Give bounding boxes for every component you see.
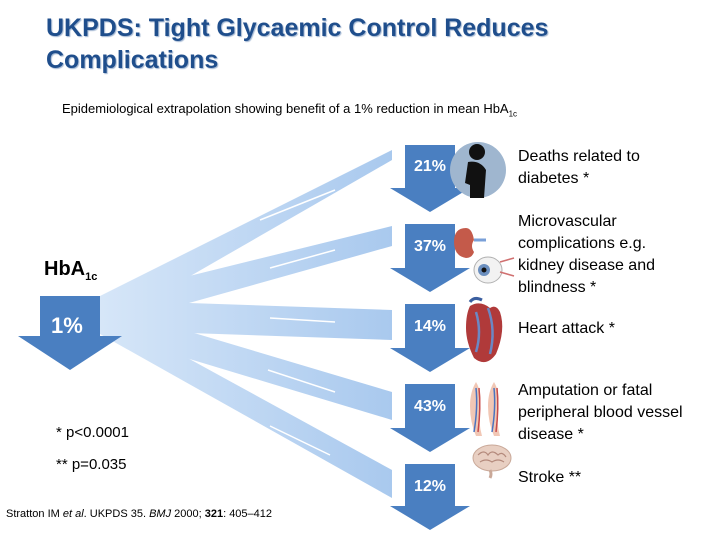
- person-silhouette-icon: [450, 142, 506, 198]
- significance-note-1: * p<0.0001: [56, 424, 129, 441]
- pct-heart: 14%: [413, 318, 447, 335]
- arrow-amputation: [390, 384, 470, 452]
- arrow-microvascular: [390, 224, 470, 292]
- main-down-arrow: [18, 296, 122, 370]
- brain-icon: [472, 444, 512, 479]
- fan-rays: [100, 150, 392, 498]
- outcome-microvascular: Microvascular complications e.g. kidney …: [518, 213, 655, 296]
- slide-title: UKPDS: Tight Glycaemic Control Reduces C…: [46, 14, 549, 74]
- outcome-deaths: Deaths related to diabetes *: [518, 148, 640, 187]
- main-reduction-value: 1%: [51, 313, 83, 338]
- fan-ray-stroke: [100, 310, 392, 498]
- outcome-stroke: Stroke **: [518, 469, 582, 486]
- pct-amputation: 43%: [413, 398, 447, 415]
- hba1c-label: HbA1c: [44, 258, 98, 283]
- kidney-eye-icon: [454, 228, 515, 284]
- pct-microvascular: 37%: [413, 238, 447, 255]
- outcome-heart: Heart attack *: [518, 320, 615, 337]
- citation: Stratton IM et al. UKPDS 35. BMJ 2000; 3…: [6, 508, 273, 520]
- fan-ray-amputation: [100, 305, 392, 420]
- slide-subtitle: Epidemiological extrapolation showing be…: [62, 101, 518, 119]
- arrow-stroke: [390, 464, 470, 530]
- pct-deaths: 21%: [413, 158, 447, 175]
- arrow-deaths: [390, 145, 470, 212]
- pct-stroke: 12%: [413, 478, 447, 495]
- legs-vessels-icon: [470, 382, 500, 436]
- arrow-heart: [390, 304, 470, 372]
- heart-icon: [466, 296, 503, 363]
- outcome-amputation: Amputation or fatal peripheral blood ves…: [518, 382, 683, 443]
- significance-note-2: ** p=0.035: [56, 456, 127, 473]
